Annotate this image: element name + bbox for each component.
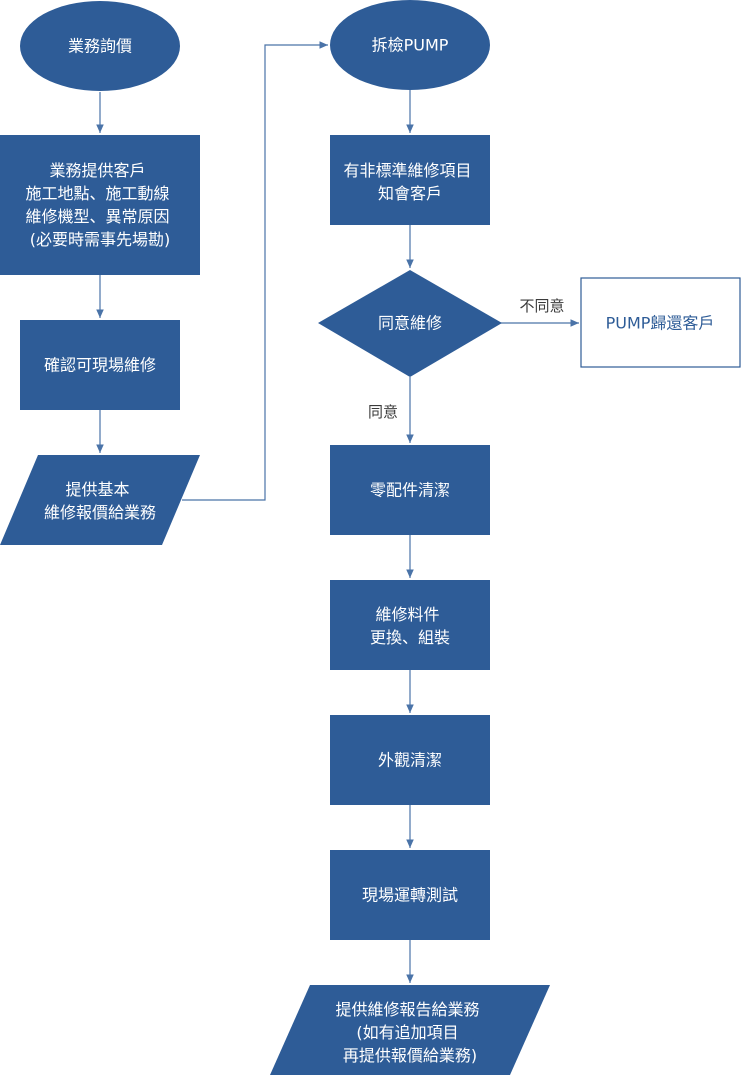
node-provide-info: 業務提供客戶 施工地點、施工動線 維修機型、異常原因 (必要時需事先場勘) — [0, 135, 200, 275]
edge-label-agree: 同意 — [368, 403, 398, 421]
node-agree-repair-label: 同意維修 — [378, 314, 442, 333]
node-confirm-onsite: 確認可現場維修 — [20, 320, 180, 410]
node-return-pump-label: PUMP歸還客戶 — [606, 314, 715, 333]
node-report-label: 提供維修報告給業務 (如有追加項目 再提供報價給業務) — [335, 1000, 484, 1065]
node-repair-parts-label: 維修料件 更換、組裝 — [370, 605, 450, 647]
node-field-test: 現場運轉測試 — [330, 850, 490, 940]
node-inspect-pump: 拆檢PUMP — [330, 0, 490, 90]
node-parts-clean: 零配件清潔 — [330, 445, 490, 535]
node-parts-clean-label: 零配件清潔 — [370, 481, 450, 500]
node-report: 提供維修報告給業務 (如有追加項目 再提供報價給業務) — [270, 985, 550, 1075]
node-basic-quote-label: 提供基本 維修報價給業務 — [44, 480, 156, 522]
edge-label-disagree: 不同意 — [519, 297, 564, 315]
node-field-test-label: 現場運轉測試 — [362, 886, 458, 905]
node-repair-parts: 維修料件 更換、組裝 — [330, 580, 490, 670]
node-agree-repair: 同意維修 — [318, 270, 502, 377]
connectors — [96, 41, 579, 983]
node-exterior-clean-label: 外觀清潔 — [378, 751, 442, 770]
node-return-pump: PUMP歸還客戶 — [580, 277, 741, 368]
node-confirm-onsite-label: 確認可現場維修 — [44, 356, 156, 375]
node-exterior-clean: 外觀清潔 — [330, 715, 490, 805]
node-basic-quote: 提供基本 維修報價給業務 — [0, 455, 200, 545]
node-nonstandard: 有非標準維修項目 知會客戶 — [330, 135, 490, 225]
node-provide-info-label: 業務提供客戶 施工地點、施工動線 維修機型、異常原因 (必要時需事先場勘) — [25, 161, 174, 249]
node-start-inquiry: 業務詢價 — [20, 1, 180, 91]
node-inspect-pump-label: 拆檢PUMP — [372, 36, 449, 55]
edge-quote-to-inspect — [182, 41, 328, 501]
node-start-inquiry-label: 業務詢價 — [68, 37, 132, 56]
node-nonstandard-label: 有非標準維修項目 知會客戶 — [343, 161, 476, 203]
